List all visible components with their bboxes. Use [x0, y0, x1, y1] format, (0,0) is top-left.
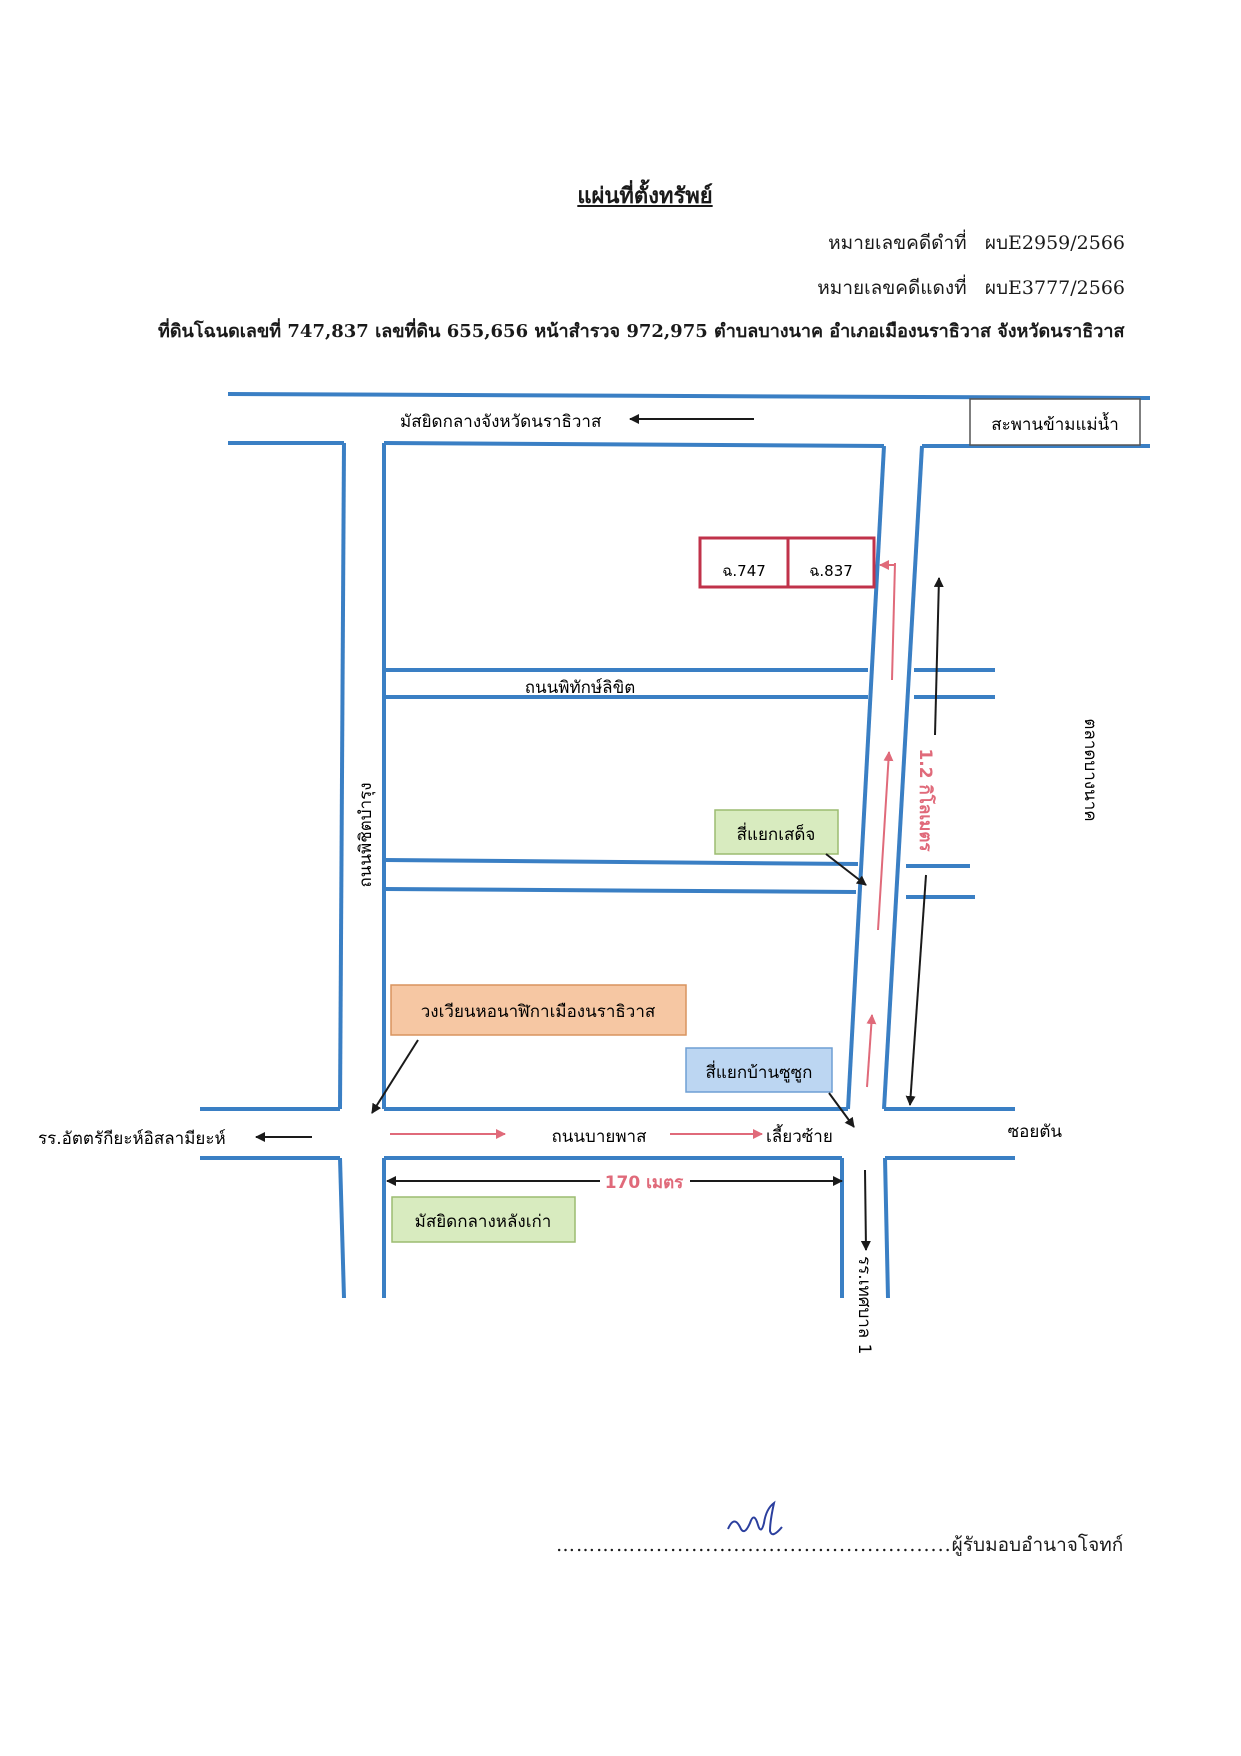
parcel-837	[786, 536, 876, 589]
distance-km-arrow-down	[905, 874, 927, 1106]
clock-tower-callout-label: วงเวียนหอนาฬิกาเมืองนราธิวาส	[421, 1002, 656, 1022]
phitak-road-label: ถนนพิทักษ์ลิขิต	[525, 678, 636, 698]
route-arrow-1	[866, 1014, 877, 1088]
signature-role: ผู้รับมอบอำนาจโจทก์	[951, 1534, 1124, 1556]
market-label: ตลาดบางนาค	[1080, 718, 1100, 821]
bansuso-callout-label: สี่แยกบ้านซูซูก	[706, 1060, 813, 1083]
school-bottom-arrow	[860, 1169, 871, 1251]
bridge-box	[969, 398, 1141, 446]
black-case-label: หมายเลขคดีดำที่	[828, 232, 967, 254]
school-left-label: รร.อัตตรักียะห์อิสลามียะห์	[38, 1129, 226, 1149]
phichit-road-label: ถนนพิชิตบำรุง	[356, 782, 376, 887]
parcel-837-label: ฉ.837	[809, 562, 853, 580]
sadet-callout-label: สี่แยกเสด็จ	[737, 822, 816, 845]
parcel-747-label: ฉ.747	[722, 562, 766, 580]
old-mosque-box	[391, 1196, 576, 1243]
old-mosque-label: มัสยิดกลางหลังเก่า	[415, 1212, 552, 1232]
signature-dots: ……………...................................…	[556, 1534, 952, 1556]
road-top-upper-edge	[227, 392, 1151, 400]
road-top-lower-edge-mid	[383, 441, 885, 448]
distance-m-label: 170 เมตร	[605, 1173, 684, 1193]
signature-line: ……………...................................…	[556, 1530, 1123, 1560]
soi-tan-label: ซอยตัน	[1008, 1122, 1063, 1142]
sadet-callout-arrow	[825, 853, 867, 886]
route-arrow-2	[877, 751, 894, 931]
clock-tower-callout-arrow	[371, 1039, 419, 1114]
phichit-road-left-edge	[338, 442, 346, 1110]
clock-tower-callout-box	[390, 984, 687, 1036]
distance-km-arrow-up	[933, 577, 944, 736]
turn-left-label: เลี้ยวซ้าย	[766, 1124, 833, 1147]
bridge-label: สะพานข้ามแม่น้ำ	[991, 412, 1119, 435]
road-network	[200, 392, 1151, 1299]
sadet-callout-box	[714, 809, 839, 855]
red-case-number: หมายเลขคดีแดงที่ ผบE3777/2566	[817, 273, 1125, 303]
route-arrow-3	[891, 562, 896, 681]
parcel-747	[698, 536, 790, 589]
page-title: แผ่นที่ตั้งทรัพย์	[577, 183, 713, 209]
sadet-road-lower-edge	[383, 887, 857, 894]
bansuso-callout-arrow	[828, 1092, 855, 1128]
main-road-left-edge	[846, 445, 886, 1110]
red-case-label: หมายเลขคดีแดงที่	[817, 277, 967, 299]
mosque-central-label: มัสยิดกลางจังหวัดนราธิวาส	[400, 412, 602, 432]
distance-km-label: 1.2 กิโลเมตร	[915, 748, 936, 852]
land-description: ที่ดินโฉนดเลขที่ 747,837 เลขที่ดิน 655,6…	[158, 321, 1125, 342]
school-bottom-label: รร.เทศบาล 1	[854, 1256, 874, 1354]
black-case-value: ผบE2959/2566	[984, 232, 1125, 254]
signature-scribble	[727, 1500, 783, 1536]
main-road-right-edge	[882, 445, 924, 1110]
red-case-value: ผบE3777/2566	[984, 277, 1125, 299]
sadet-road-upper-edge	[383, 858, 859, 866]
bansuso-callout-box	[685, 1047, 833, 1093]
black-case-number: หมายเลขคดีดำที่ ผบE2959/2566	[828, 228, 1125, 258]
main-road-right-edge-lower	[883, 1157, 890, 1299]
bypass-road-label: ถนนบายพาส	[552, 1127, 648, 1147]
phichit-road-left-edge-lower	[338, 1157, 346, 1299]
